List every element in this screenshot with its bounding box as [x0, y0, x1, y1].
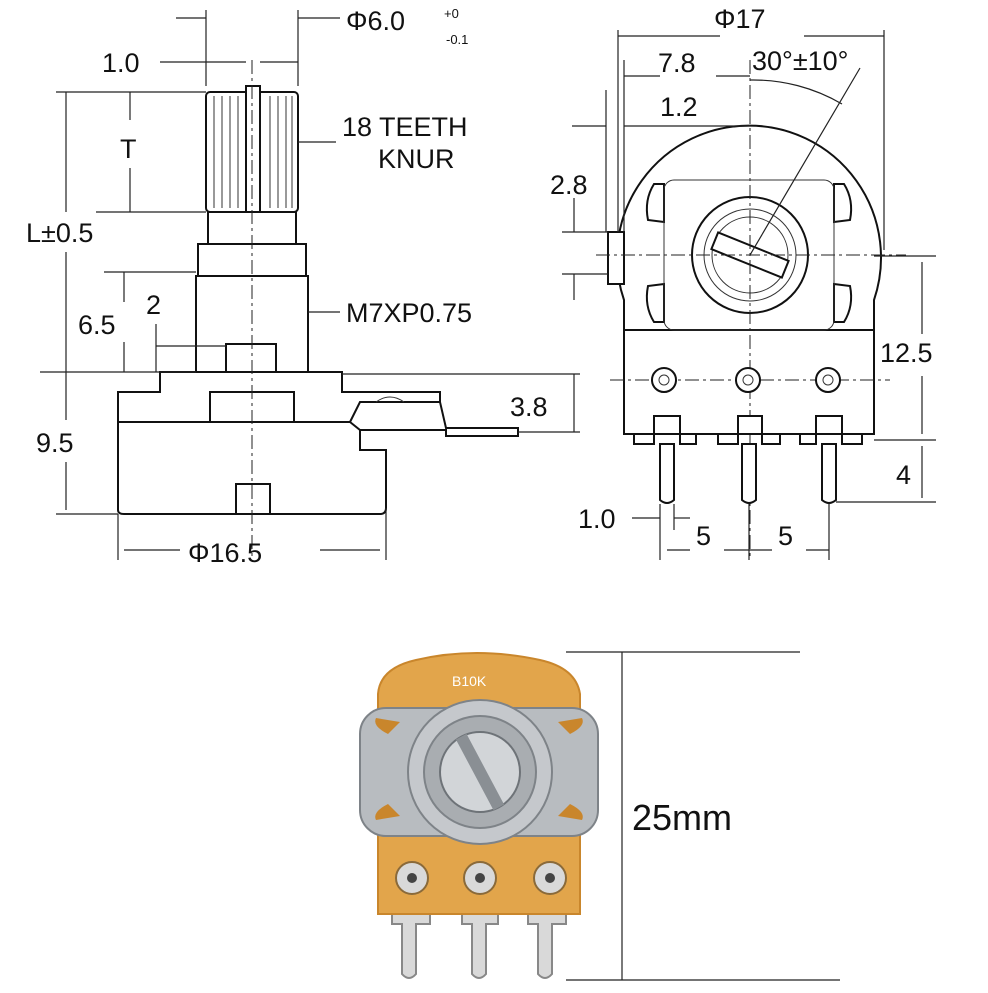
crimp-tab-right-bottom [833, 282, 853, 323]
outer-diameter-label: Φ17 [714, 4, 766, 34]
offset-1-2-label: 1.2 [660, 92, 698, 122]
shaft-slot [245, 85, 261, 223]
length-label: L±0.5 [26, 218, 93, 248]
knurl-note-line1: 18 TEETH [342, 112, 468, 142]
shaft-tol-lower: -0.1 [446, 32, 468, 47]
photo-pads [395, 861, 567, 895]
pin-length-label: 4 [896, 460, 911, 490]
knurl-height-label: T [120, 134, 137, 164]
angle-line [749, 67, 861, 256]
pin-holes [651, 367, 841, 393]
pin-pitch-1-label: 5 [696, 521, 711, 551]
front-pins [633, 415, 863, 504]
crimp-tab-left-bottom [645, 282, 665, 323]
body-diameter-label: Φ16.5 [188, 538, 262, 568]
photo-crimp-3 [375, 804, 400, 820]
photo-crimp-2 [558, 718, 583, 734]
pcb-height-label: 12.5 [880, 338, 933, 368]
potentiometer-photo: B10K 25mm [359, 651, 840, 981]
size-label: 25mm [632, 797, 732, 838]
crimp-tab-left-top [645, 183, 665, 224]
shaft-tol-upper: +0 [444, 6, 459, 21]
body-height-label: 9.5 [36, 428, 74, 458]
knurl-note-line2: KNUR [378, 144, 455, 174]
pin-width-label: 1.0 [578, 504, 616, 534]
crimp-tab-right-top [833, 183, 853, 224]
anti-rotation-tab [225, 343, 277, 373]
tab-height-label: 2.8 [550, 170, 588, 200]
slot-width-label: 1.0 [102, 48, 140, 78]
photo-pins [391, 909, 567, 979]
thread-label: M7XP0.75 [346, 298, 472, 328]
marking-label: B10K [452, 673, 487, 689]
side-tab [607, 231, 625, 285]
lug-rivet [375, 396, 405, 403]
angle-label: 30°±10° [752, 46, 848, 76]
angle-arc [749, 79, 843, 105]
bushing-height-label: 6.5 [78, 310, 116, 340]
terminal-lug [348, 401, 519, 437]
photo-crimp-1 [375, 718, 400, 734]
offset-7-8-label: 7.8 [658, 48, 696, 78]
photo-shaft-slot [455, 733, 505, 811]
knurl-lines [213, 96, 293, 208]
flat-dim-label: 2 [146, 290, 161, 320]
side-view: Φ6.0 +0 -0.1 1.0 T 18 TEETH KNUR L±0.5 6… [26, 6, 580, 568]
terminal-offset-label: 3.8 [510, 392, 548, 422]
pin-pitch-2-label: 5 [778, 521, 793, 551]
photo-crimp-4 [558, 804, 583, 820]
body-tab [235, 483, 271, 515]
shaft-diameter-label: Φ6.0 [346, 6, 405, 36]
front-view: Φ17 7.8 30°±10° 1.2 2.8 12.5 4 1.0 [550, 4, 936, 560]
